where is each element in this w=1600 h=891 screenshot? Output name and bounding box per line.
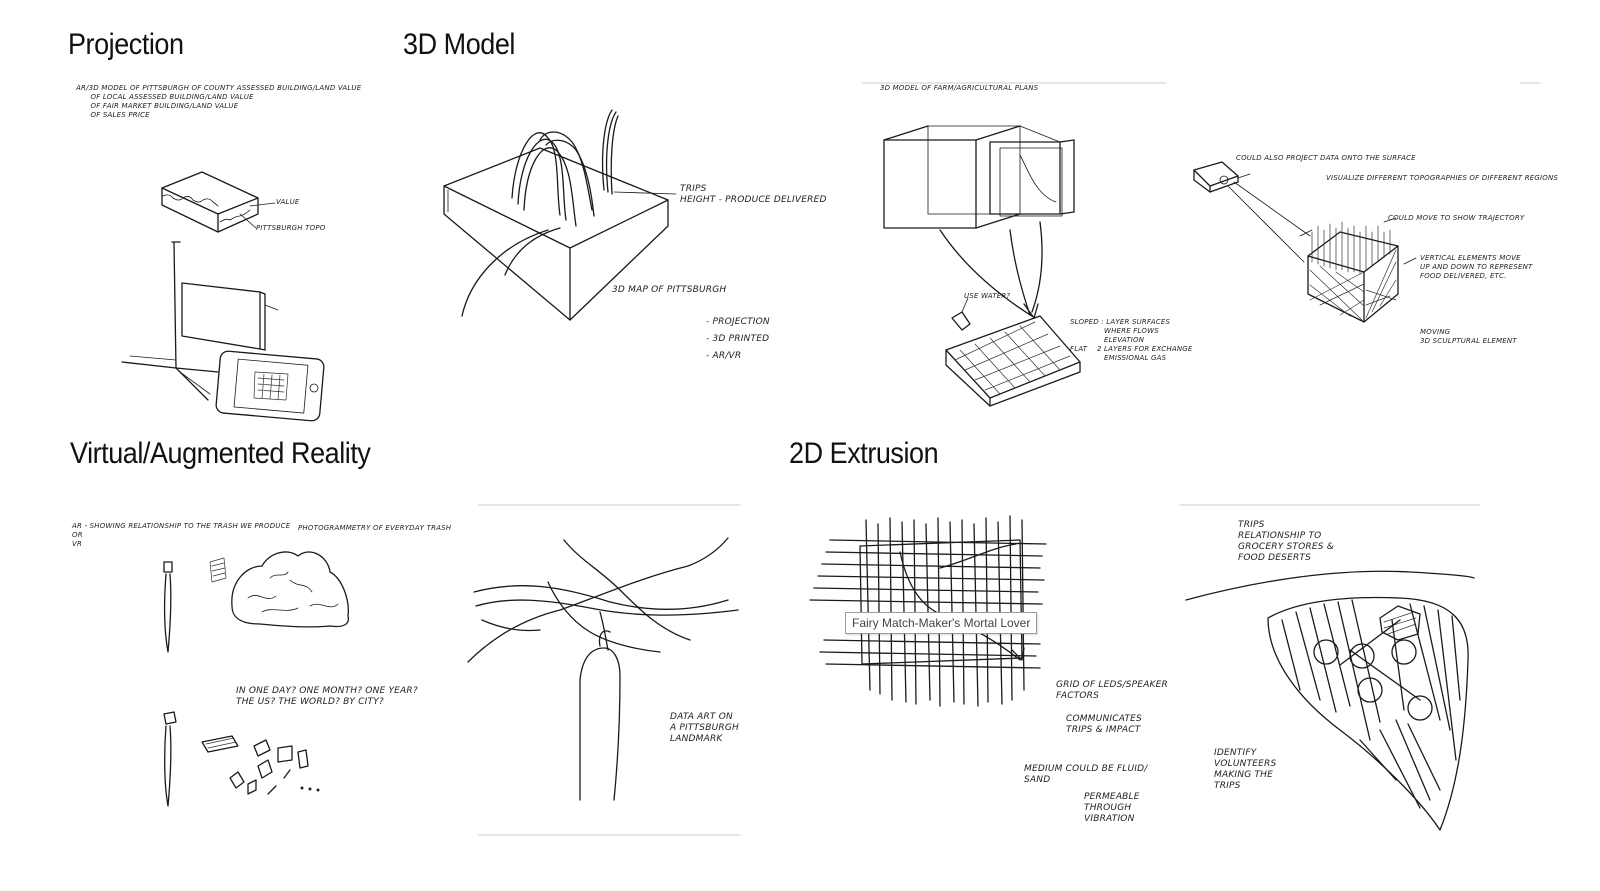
note-data-art-landmark: DATA ART ON A PITTSBURGH LANDMARK: [670, 712, 739, 744]
trips-map-sketch: [1179, 504, 1481, 831]
note-photogrammetry: PHOTOGRAMMETRY OF EVERYDAY TRASH: [298, 524, 452, 532]
note-trips-height: TRIPS HEIGHT - PRODUCE DELIVERED: [680, 184, 827, 205]
note-grid-of-leds: GRID OF LEDS/SPEAKER FACTORS: [1056, 680, 1168, 701]
grid-extrusion-sketch: [809, 515, 1047, 707]
note-ar-trash-relationship: AR - SHOWING RELATIONSHIP TO THE TRASH W…: [72, 522, 291, 548]
note-3d-map-of-pittsburgh: 3D MAP OF PITTSBURGH: [612, 285, 727, 295]
note-medium-fluid-sand: MEDIUM COULD BE FLUID/ SAND: [1024, 764, 1148, 785]
note-move-trajectory: COULD MOVE TO SHOW TRAJECTORY: [1388, 214, 1525, 222]
section-title-projection: Projection: [68, 28, 184, 61]
note-pittsburgh-topo: PITTSBURGH TOPO: [256, 224, 326, 232]
note-project-data-surface: COULD ALSO PROJECT DATA ONTO THE SURFACE: [1236, 154, 1416, 162]
note-vertical-elements: VERTICAL ELEMENTS MOVE UP AND DOWN TO RE…: [1420, 254, 1533, 280]
note-identify-volunteers: IDENTIFY VOLUNTEERS MAKING THE TRIPS: [1214, 748, 1277, 791]
landmark-data-art-sketch: [467, 504, 741, 836]
projection-sketch: [121, 171, 325, 422]
projector-sculpture-sketch: [1193, 82, 1541, 323]
note-use-water: USE WATER?: [964, 292, 1011, 300]
note-sloped-flat-layers: SLOPED : LAYER SURFACES WHERE FLOWS ELEV…: [1070, 318, 1193, 362]
note-time-scale-questions: IN ONE DAY? ONE MONTH? ONE YEAR? THE US?…: [236, 686, 418, 707]
hover-tooltip: Fairy Match-Maker's Mortal Lover: [845, 612, 1038, 634]
3d-model-map-sketch: [443, 109, 677, 321]
note-ar-3d-model-assessed-value: AR/3D MODEL OF PITTSBURGH OF COUNTY ASSE…: [76, 84, 362, 119]
ar-trash-sketch: [163, 551, 350, 807]
note-3d-farm-model: 3D MODEL OF FARM/AGRICULTURAL PLANS: [880, 84, 1039, 92]
note-value: VALUE: [276, 198, 300, 206]
note-visualize-topographies: VISUALIZE DIFFERENT TOPOGRAPHIES OF DIFF…: [1326, 174, 1559, 182]
section-title-2d-extrusion: 2D Extrusion: [789, 437, 939, 470]
note-output-options: - PROJECTION - 3D PRINTED - AR/VR: [706, 317, 770, 361]
section-title-3d-model: 3D Model: [403, 28, 515, 61]
note-moving-sculptural-element: MOVING 3D SCULPTURAL ELEMENT: [1420, 328, 1517, 345]
farm-layers-sketch: [861, 82, 1167, 407]
section-title-virtual-augmented-reality: Virtual/Augmented Reality: [70, 437, 371, 470]
note-communicates-trips: COMMUNICATES TRIPS & IMPACT: [1066, 714, 1142, 735]
note-permeable-vibration: PERMEABLE THROUGH VIBRATION: [1084, 792, 1140, 824]
note-trips-grocery-stores: TRIPS RELATIONSHIP TO GROCERY STORES & F…: [1238, 520, 1334, 563]
